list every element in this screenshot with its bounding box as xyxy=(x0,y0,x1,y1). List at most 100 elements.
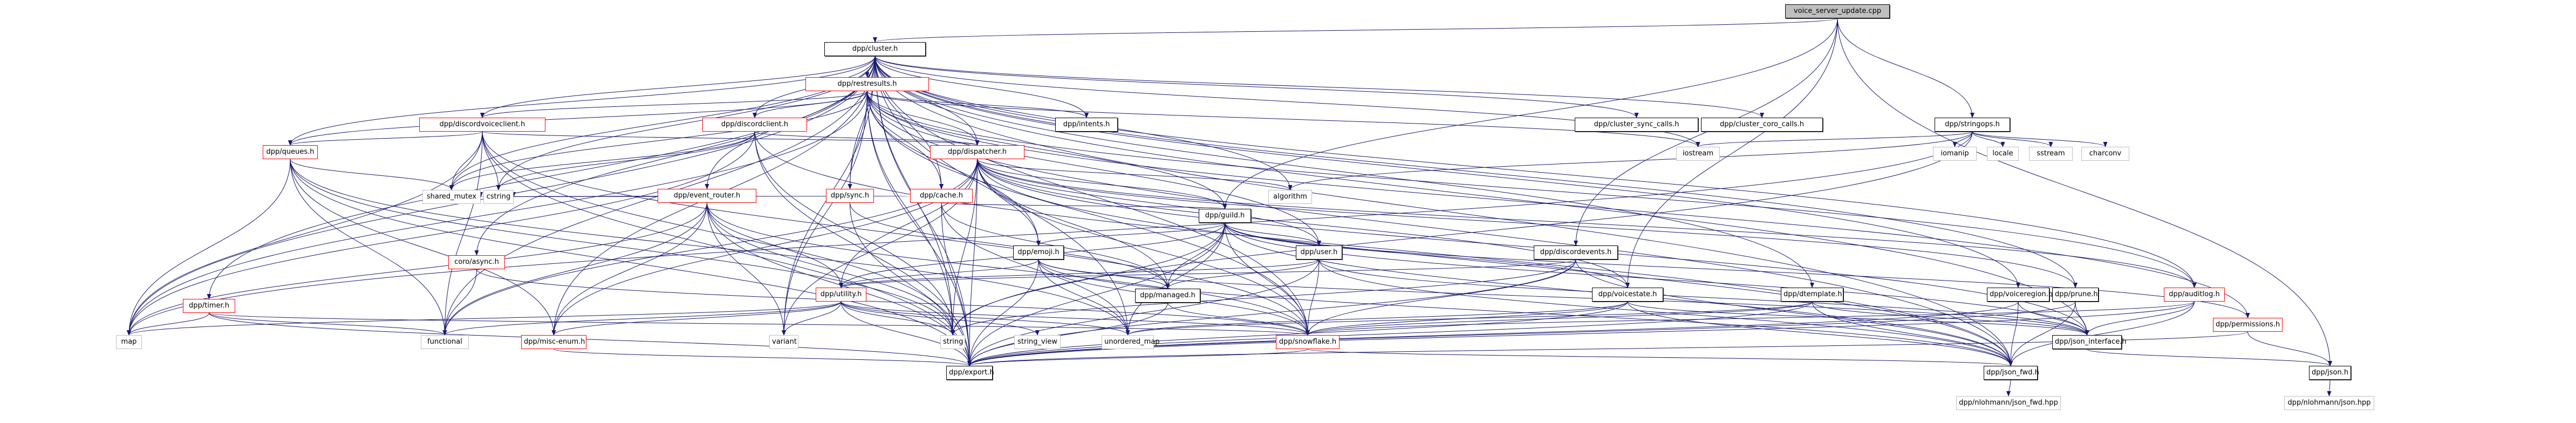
edge-utility-to-variant xyxy=(782,301,842,336)
node-string: string xyxy=(940,335,965,349)
edge-cluster-to-prune xyxy=(874,56,2078,288)
node-charconv: charconv xyxy=(2081,147,2129,161)
edge-async-to-functional xyxy=(442,269,477,336)
edge-dispatcher-to-prune xyxy=(977,159,2078,288)
node-json-fwd[interactable]: dpp/json_fwd.h xyxy=(1984,366,2039,380)
edge-voicestate-to-unordered-map xyxy=(1125,301,1628,336)
edge-timer-to-functional xyxy=(209,312,447,336)
edge-dispatcher-to-json-interface xyxy=(977,159,2089,336)
edge-utility-to-export xyxy=(841,301,972,366)
edge-cluster-to-timer xyxy=(207,56,876,299)
edge-cache-to-export xyxy=(941,202,972,366)
node-discordvoiceclient[interactable]: dpp/discordvoiceclient.h xyxy=(419,118,545,132)
node-queues[interactable]: dpp/queues.h xyxy=(263,145,318,159)
node-json[interactable]: dpp/json.h xyxy=(2309,366,2351,380)
edge-discordvoiceclient-to-dispatcher xyxy=(482,131,979,146)
edge-discordevents-to-snowflake xyxy=(1306,259,1576,336)
node-guild[interactable]: dpp/guild.h xyxy=(1199,209,1251,223)
node-dispatcher[interactable]: dpp/dispatcher.h xyxy=(930,145,1024,159)
edge-stringops-to-charconv xyxy=(1972,131,2108,147)
edge-auditlog-to-json-interface xyxy=(2085,301,2195,336)
edge-restresults-to-permissions xyxy=(867,91,2250,318)
edge-restresults-to-auditlog xyxy=(867,91,2197,288)
node-emoji[interactable]: dpp/emoji.h xyxy=(1013,245,1064,260)
edge-timer-to-export xyxy=(209,312,972,366)
edge-discordevents-to-json-fwd xyxy=(1575,259,2013,366)
edge-guild-to-unordered-map xyxy=(1125,222,1225,336)
edge-utility-to-functional xyxy=(442,301,842,336)
edge-cache-to-guild xyxy=(941,202,1227,209)
edge-restresults-to-discordvoiceclient xyxy=(480,91,867,118)
node-discordclient[interactable]: dpp/discordclient.h xyxy=(702,118,807,132)
edge-discordclient-to-string xyxy=(754,131,955,336)
node-export[interactable]: dpp/export.h xyxy=(946,366,994,380)
node-locale: locale xyxy=(1987,147,2019,161)
node-async[interactable]: coro/async.h xyxy=(448,255,505,269)
edge-restresults-to-iostream xyxy=(867,91,1700,147)
node-utility[interactable]: dpp/utility.h xyxy=(816,288,866,302)
edge-queues-to-string xyxy=(290,159,955,336)
edge-restresults-to-cache xyxy=(867,91,944,189)
node-sync[interactable]: dpp/sync.h xyxy=(826,189,874,203)
edge-emoji-to-utility xyxy=(839,259,1039,288)
node-cluster[interactable]: dpp/cluster.h xyxy=(824,42,926,56)
edge-discordevents-to-export xyxy=(967,259,1576,366)
node-discordevents[interactable]: dpp/discordevents.h xyxy=(1534,245,1618,260)
edge-discordvoiceclient-to-map xyxy=(127,131,483,336)
node-snowflake[interactable]: dpp/snowflake.h xyxy=(1276,335,1340,349)
node-iostream: iostream xyxy=(1676,147,1720,161)
node-permissions[interactable]: dpp/permissions.h xyxy=(2213,318,2283,332)
node-cache[interactable]: dpp/cache.h xyxy=(910,189,973,203)
edge-sync-to-managed xyxy=(850,202,1170,289)
node-root[interactable]: voice_server_update.cpp xyxy=(1785,4,1890,18)
edge-emoji-to-unordered-map xyxy=(1038,259,1130,336)
node-json-interface[interactable]: dpp/json_interface.h xyxy=(2052,335,2127,349)
edge-permissions-to-json xyxy=(2247,331,2332,366)
node-intents[interactable]: dpp/intents.h xyxy=(1055,118,1118,132)
edge-discordclient-to-dispatcher xyxy=(754,131,980,146)
edge-root-to-cluster xyxy=(873,18,1838,43)
edge-utility-to-snowflake xyxy=(841,301,1310,336)
edge-json-to-nlohmann-json xyxy=(2327,379,2332,397)
edge-utility-to-map xyxy=(127,301,842,336)
edge-managed-to-snowflake xyxy=(1167,302,1310,336)
edge-prune-to-json-fwd xyxy=(2008,301,2076,366)
node-voicestate[interactable]: dpp/voicestate.h xyxy=(1592,288,1663,302)
edge-misc-enum-to-export xyxy=(554,349,972,366)
node-voiceregion[interactable]: dpp/voiceregion.h xyxy=(1987,288,2053,302)
node-managed[interactable]: dpp/managed.h xyxy=(1135,289,1200,303)
edge-dispatcher-to-auditlog xyxy=(977,159,2197,288)
node-cluster-coro[interactable]: dpp/cluster_coro_calls.h xyxy=(1701,118,1823,132)
edge-discordvoiceclient-to-shared-mutex xyxy=(449,131,483,190)
edge-stringops-to-algorithm xyxy=(1288,131,1973,190)
edge-dispatcher-to-emoji xyxy=(977,159,1041,246)
edge-cluster-to-cluster-sync xyxy=(874,56,1639,118)
edge-auditlog-to-json-fwd xyxy=(2008,301,2195,366)
edge-cluster-to-intents xyxy=(874,56,1089,118)
edge-prune-to-export xyxy=(967,301,2076,366)
edge-stringops-to-map xyxy=(127,131,1973,336)
edge-restresults-to-user xyxy=(867,91,1321,246)
edge-user-to-snowflake xyxy=(1306,259,1320,336)
edge-event-router-to-snowflake xyxy=(707,202,1310,336)
node-cluster-sync[interactable]: dpp/cluster_sync_calls.h xyxy=(1575,118,1698,132)
node-user[interactable]: dpp/user.h xyxy=(1296,245,1342,260)
edge-permissions-to-export xyxy=(967,331,2248,366)
edge-user-to-json-fwd xyxy=(1318,259,2013,366)
node-stringops[interactable]: dpp/stringops.h xyxy=(1935,118,2010,132)
edge-root-to-discordevents xyxy=(1574,18,1838,246)
node-event-router[interactable]: dpp/event_router.h xyxy=(658,189,756,203)
edge-utility-to-unordered-map xyxy=(841,301,1130,336)
node-shared-mutex: shared_mutex xyxy=(422,190,481,204)
node-auditlog[interactable]: dpp/auditlog.h xyxy=(2164,288,2225,302)
edge-dtemplate-to-json-fwd xyxy=(1812,301,2013,366)
edge-discordvoiceclient-to-functional xyxy=(442,131,483,336)
edge-dtemplate-to-unordered-map xyxy=(1125,301,1813,336)
edge-discordevents-to-string xyxy=(951,259,1576,336)
node-restresults[interactable]: dpp/restresults.h xyxy=(805,77,929,91)
node-prune[interactable]: dpp/prune.h xyxy=(2052,288,2099,302)
node-misc-enum[interactable]: dpp/misc-enum.h xyxy=(521,335,586,349)
node-dtemplate[interactable]: dpp/dtemplate.h xyxy=(1781,288,1843,302)
node-timer[interactable]: dpp/timer.h xyxy=(183,299,235,313)
edge-restresults-to-export xyxy=(867,91,972,366)
